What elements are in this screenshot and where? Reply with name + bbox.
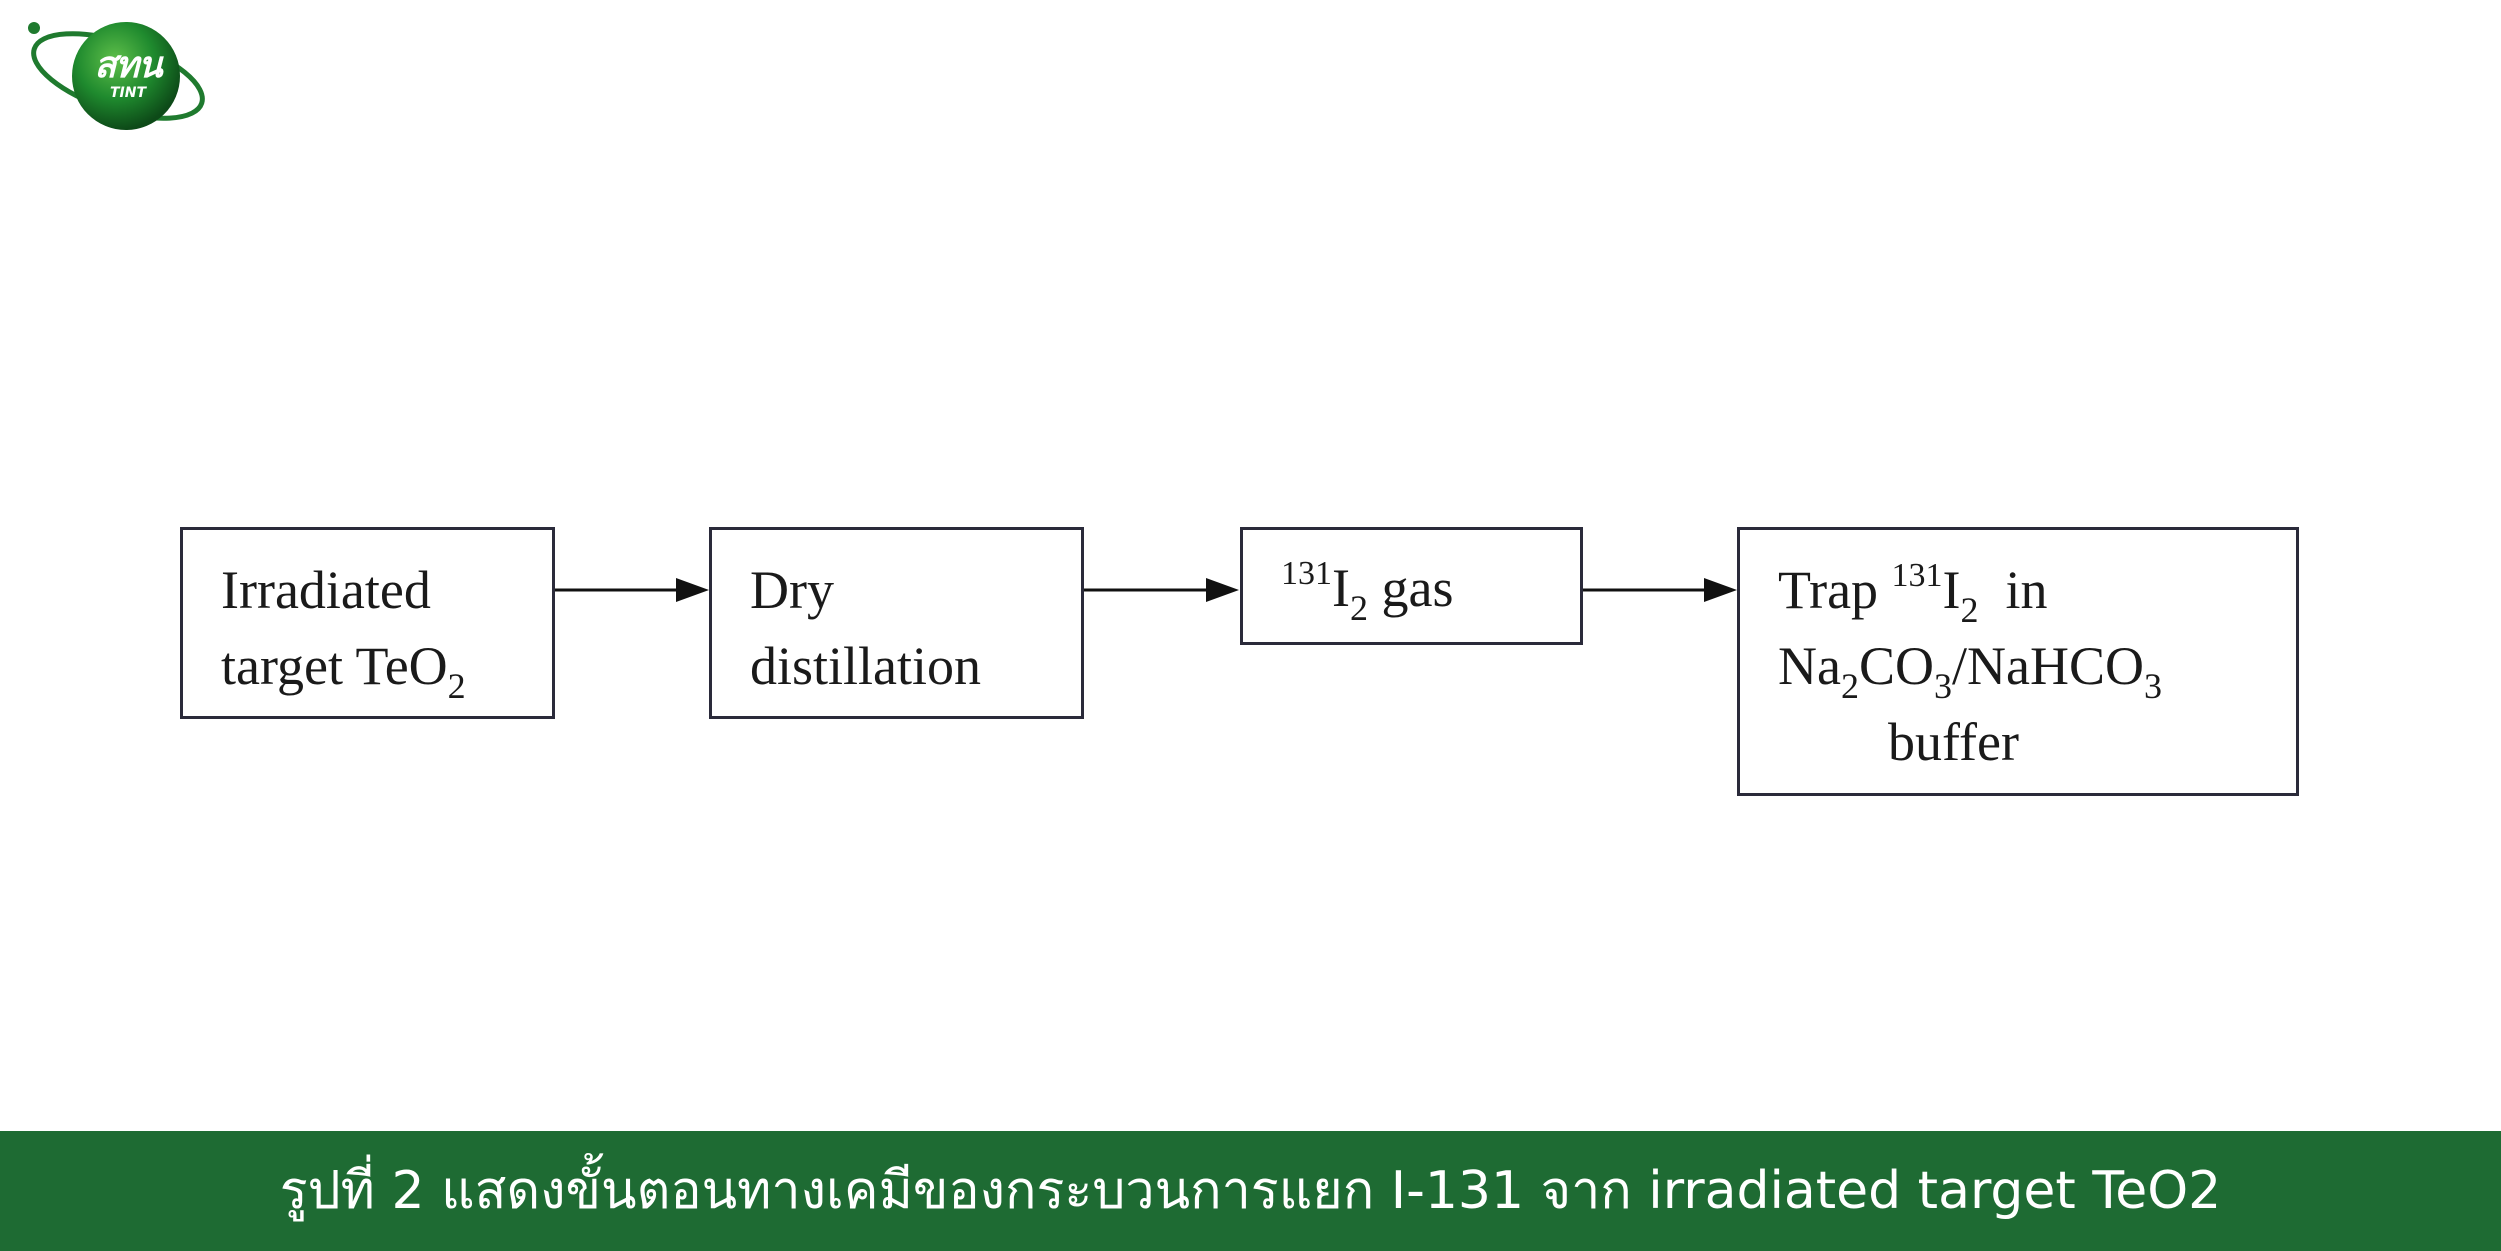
globe-logo-icon [28, 22, 205, 130]
process-flow-diagram: Irradiated target TeO2 Dry distillation … [180, 527, 2299, 796]
step-box-dry-distillation: Dry distillation [709, 527, 1084, 719]
arrow-3 [1583, 578, 1737, 602]
arrow-1 [555, 578, 709, 602]
figure-caption: รูปที่ 2 แสดงขั้นตอนทางเคมีของกระบวนการแ… [279, 1161, 2222, 1221]
step-2-line-1: Dry [750, 560, 834, 620]
step-4-line-2: Na2CO3/NaHCO3 [1778, 636, 2162, 706]
step-box-i131-gas: 131I2 gas [1240, 527, 1583, 645]
step-1-line-1: Irradiated [221, 560, 431, 620]
step-box-irradiated-target: Irradiated target TeO2 [180, 527, 555, 719]
step-1-line-2: target TeO2 [221, 636, 466, 706]
logo-text: สทน [94, 45, 162, 86]
caption-band: รูปที่ 2 แสดงขั้นตอนทางเคมีของกระบวนการแ… [0, 1131, 2501, 1251]
step-3-line-1: 131I2 gas [1281, 555, 1454, 628]
step-2-line-2: distillation [750, 636, 982, 696]
tint-logo: สทน TINT [20, 14, 210, 139]
arrow-2 [1084, 578, 1239, 602]
step-box-trap-buffer: Trap 131I2 in Na2CO3/NaHCO3 buffer [1737, 527, 2299, 796]
logo-subtext: TINT [109, 85, 147, 101]
step-4-line-1: Trap 131I2 in [1778, 557, 2048, 630]
step-4-line-3: buffer [1888, 712, 2019, 772]
